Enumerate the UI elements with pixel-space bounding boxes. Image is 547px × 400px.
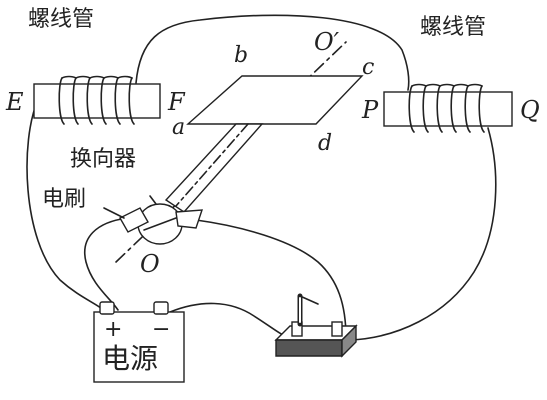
wire-top-loop bbox=[135, 14, 410, 91]
wire-right-to-switch bbox=[349, 127, 497, 341]
solenoid-left-coil bbox=[58, 75, 135, 125]
terminal-positive bbox=[99, 301, 115, 315]
shaft-axis bbox=[175, 123, 249, 207]
switch-post-right bbox=[331, 321, 343, 337]
label-solenoid-left: 螺线管 bbox=[28, 7, 94, 32]
knife-switch[interactable] bbox=[274, 293, 358, 358]
switch-handle[interactable] bbox=[299, 295, 319, 305]
label-E: E bbox=[5, 88, 24, 116]
label-minus: − bbox=[152, 317, 170, 342]
solenoid-left bbox=[33, 75, 161, 125]
solenoid-right-core bbox=[383, 91, 513, 127]
coil-abcd bbox=[164, 75, 364, 213]
power-supply bbox=[93, 301, 185, 383]
label-O: O bbox=[140, 250, 160, 278]
wire-brush-to-battery bbox=[84, 217, 129, 311]
wire-brush-to-switch bbox=[195, 219, 347, 339]
wire-battery-to-switch bbox=[169, 302, 291, 339]
solenoid-right bbox=[383, 83, 513, 133]
label-solenoid-right: 螺线管 bbox=[420, 15, 486, 40]
brush-left bbox=[119, 207, 149, 233]
label-d: d bbox=[318, 131, 332, 156]
switch-base-side bbox=[341, 324, 357, 358]
label-F: F bbox=[167, 88, 186, 116]
label-b: b bbox=[234, 43, 248, 68]
wires bbox=[26, 14, 497, 341]
labels: 螺线管 螺线管 换向器 电刷 电源 + − E F P Q a b c d O … bbox=[5, 7, 540, 375]
commutator-assembly bbox=[103, 195, 203, 245]
brush-right bbox=[175, 209, 203, 229]
battery-body bbox=[93, 311, 185, 383]
pointer-commutator bbox=[149, 195, 157, 205]
label-plus: + bbox=[104, 317, 122, 342]
terminal-negative bbox=[153, 301, 169, 315]
label-c: c bbox=[362, 55, 374, 80]
label-commutator: 换向器 bbox=[70, 147, 136, 172]
label-a: a bbox=[172, 115, 185, 140]
pointer-brush bbox=[103, 207, 125, 219]
solenoid-left-core bbox=[33, 83, 161, 119]
label-Q: Q bbox=[520, 96, 540, 124]
label-power-supply: 电源 bbox=[102, 342, 158, 375]
switch-post-left bbox=[291, 321, 303, 337]
commutator-split bbox=[143, 217, 177, 231]
coil-plane bbox=[186, 75, 364, 125]
solenoid-right-coil bbox=[408, 83, 485, 133]
switch-base-front bbox=[275, 339, 343, 357]
label-P: P bbox=[361, 96, 379, 124]
label-brush: 电刷 bbox=[42, 187, 86, 212]
label-O-prime: O′ bbox=[314, 28, 340, 56]
wire-left-to-battery bbox=[26, 99, 107, 313]
